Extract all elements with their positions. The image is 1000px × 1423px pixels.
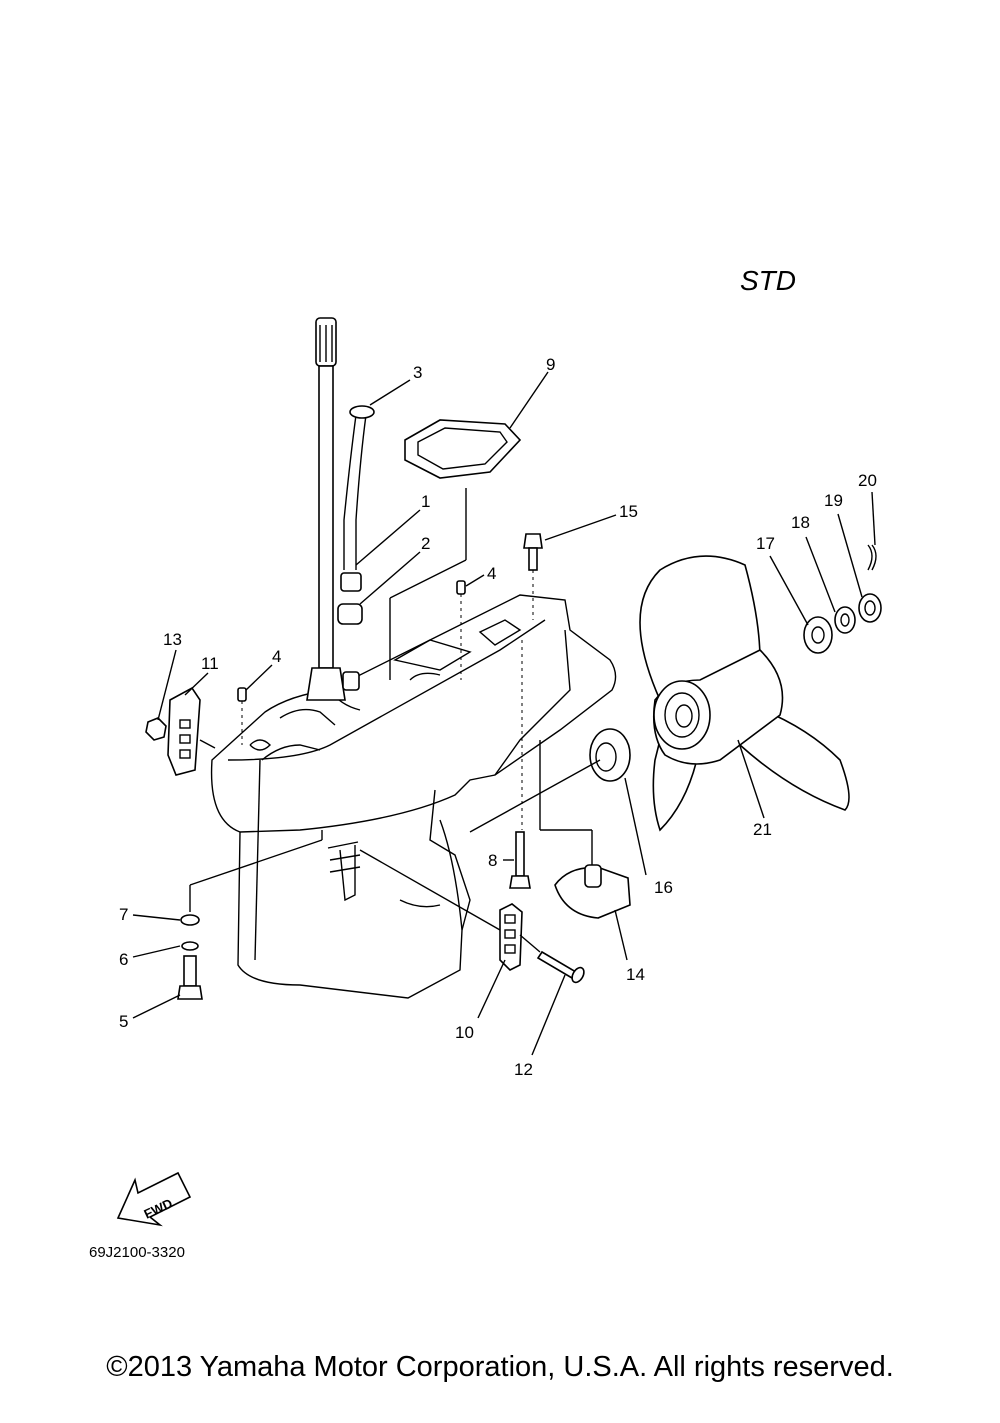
callout-7: 7 <box>119 905 128 924</box>
spring-washer <box>181 941 199 951</box>
drive-shaft <box>306 317 346 701</box>
screw-12 <box>536 950 585 984</box>
callout-3: 3 <box>413 363 422 382</box>
callout-4: 4 <box>487 564 496 583</box>
bolt-15 <box>523 533 543 571</box>
fwd-arrow-icon: FWD <box>116 1171 192 1227</box>
callout-14: 14 <box>626 965 645 984</box>
thrust-holder <box>589 728 631 782</box>
callout-2: 2 <box>421 534 430 553</box>
callout-9: 9 <box>546 355 555 374</box>
callout-13: 13 <box>163 630 182 649</box>
lower-casing <box>210 594 617 999</box>
callout-15: 15 <box>619 502 638 521</box>
assembly-lines <box>189 488 601 953</box>
water-pipe <box>343 414 357 570</box>
grommet <box>340 572 362 592</box>
nut <box>145 717 167 741</box>
propeller-nut <box>858 593 882 623</box>
washer <box>180 914 200 926</box>
anode-10 <box>499 903 523 971</box>
callout-19: 19 <box>824 491 843 510</box>
copyright-notice: ©2013 Yamaha Motor Corporation, U.S.A. A… <box>106 1351 894 1383</box>
callout-5: 5 <box>119 1012 128 1031</box>
callout-8: 8 <box>488 851 497 870</box>
leader-lines <box>132 371 876 1056</box>
bolt-5 <box>177 955 203 1000</box>
variant-label: STD <box>740 265 796 296</box>
dowel-pin <box>456 580 466 595</box>
callout-20: 20 <box>858 471 877 490</box>
document-number: 69J2100-3320 <box>89 1244 185 1261</box>
anode-11 <box>167 686 201 776</box>
gasket <box>404 419 522 479</box>
spacer <box>803 616 833 654</box>
dowel-pin <box>237 687 247 702</box>
callout-6: 6 <box>119 950 128 969</box>
callout-17: 17 <box>756 534 775 553</box>
pipe-grommet-3 <box>349 405 375 419</box>
bolt-8 <box>509 831 531 889</box>
propeller <box>639 555 850 832</box>
seal <box>337 603 363 625</box>
callout-12: 12 <box>514 1060 533 1079</box>
callout-4: 4 <box>272 647 281 666</box>
callout-18: 18 <box>791 513 810 532</box>
washer-18 <box>834 606 856 634</box>
callout-1: 1 <box>421 492 430 511</box>
trim-tab <box>554 864 631 919</box>
callout-10: 10 <box>455 1023 474 1042</box>
callout-16: 16 <box>654 878 673 897</box>
cotter-pin <box>867 544 877 571</box>
callout-21: 21 <box>753 820 772 839</box>
callout-11: 11 <box>201 654 219 673</box>
